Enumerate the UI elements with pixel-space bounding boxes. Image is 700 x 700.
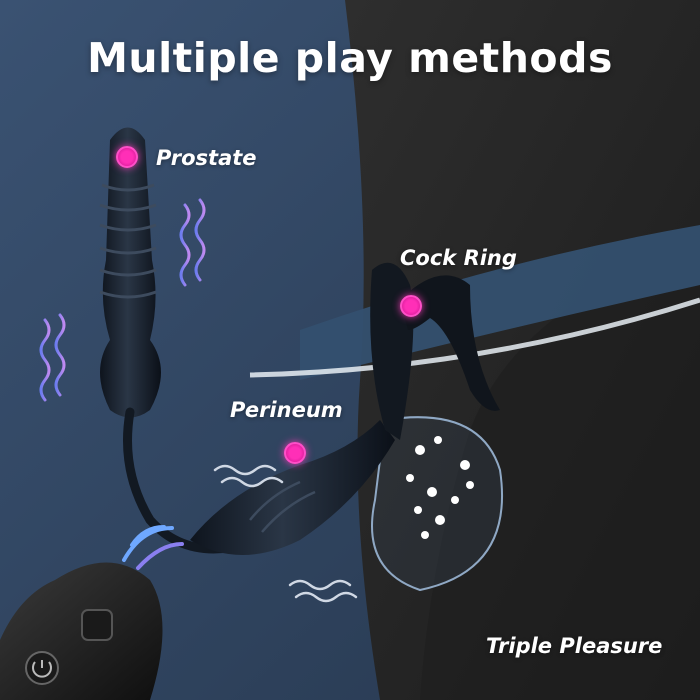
plug-shaft (99, 127, 161, 418)
headline: Multiple play methods (87, 34, 613, 82)
sperm-icons (406, 436, 474, 539)
perineum-massager (190, 420, 395, 555)
tagline: Triple Pleasure (486, 634, 663, 658)
body-silhouette (420, 250, 700, 700)
cock-ring-label: Cock Ring (400, 246, 517, 270)
remote-control (0, 562, 163, 700)
vibration-wave-icon (213, 464, 358, 603)
scrotum-outline (371, 416, 504, 592)
perineum-label: Perineum (230, 398, 343, 422)
cock-ring-target-dot-icon (400, 295, 422, 317)
perineum-target-dot-icon (284, 442, 306, 464)
prostate-label: Prostate (156, 146, 257, 170)
prostate-target-dot-icon (116, 146, 138, 168)
vibration-wave-icon (39, 198, 206, 402)
signal-wave-icon (122, 525, 184, 570)
cock-ring-loop (400, 275, 500, 411)
